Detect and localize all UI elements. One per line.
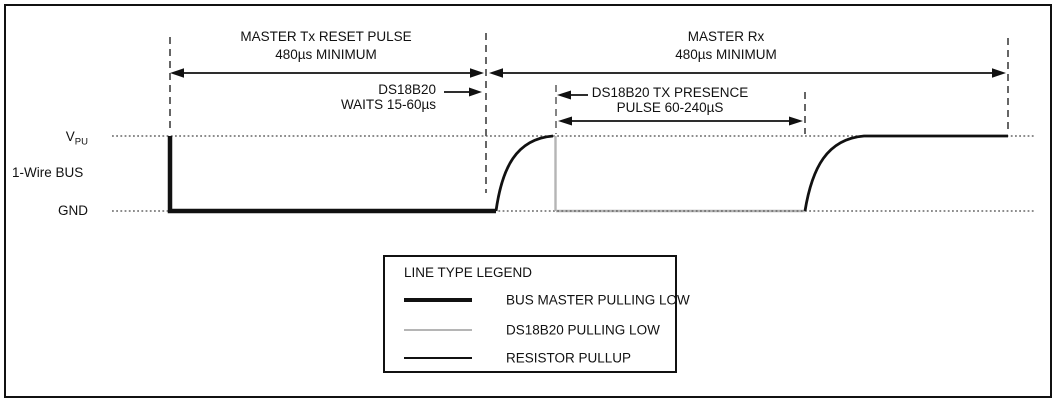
waveform-pullup-rise-2 (803, 134, 1008, 212)
annotation-ds18b20-waits: DS18B20 WAITS 15-60µs (236, 82, 436, 112)
legend-label-resistor: RESISTOR PULLUP (506, 350, 632, 366)
annotation-ds18b20-waits-line1: DS18B20 (378, 82, 436, 97)
annotation-master-tx-line1: MASTER Tx RESET PULSE (240, 29, 412, 44)
thin-black-line-icon (404, 357, 472, 359)
legend-label-bus-master: BUS MASTER PULLING LOW (506, 292, 690, 308)
legend-label-ds18b20: DS18B20 PULLING LOW (506, 322, 660, 338)
annotation-master-rx: MASTER Rx 480µs MINIMUM (576, 28, 876, 64)
annotation-presence-line2: PULSE 60-240µS (616, 99, 724, 115)
arrow-ds18b20-waits-pointer (444, 87, 482, 97)
vpu-level-label-sub: PU (74, 136, 88, 148)
annotation-ds18b20-waits-line2: WAITS 15-60µs (340, 96, 436, 112)
thick-black-line-icon (404, 298, 472, 302)
legend-row-bus-master: BUS MASTER PULLING LOW (404, 293, 690, 308)
arrow-master-tx-span (170, 68, 484, 78)
annotation-master-tx-line2: 480µs MINIMUM (275, 47, 377, 62)
waveform-master-low-segment (167, 136, 496, 214)
annotation-presence-line1: DS18B20 TX PRESENCE (591, 85, 749, 100)
arrow-presence-pointer (557, 90, 588, 100)
waveform-pullup-rise-1 (494, 134, 554, 212)
thin-gray-line-icon (404, 329, 472, 331)
annotation-presence: DS18B20 TX PRESENCE PULSE 60-240µS (545, 85, 795, 115)
bus-axis-label: 1-Wire BUS (12, 165, 84, 180)
legend-row-resistor: RESISTOR PULLUP (404, 350, 664, 366)
annotation-master-rx-line2: 480µs MINIMUM (675, 47, 777, 62)
annotation-master-rx-line1: MASTER Rx (687, 29, 765, 44)
vpu-level-label-main: V (65, 129, 75, 144)
gnd-level-label: GND (58, 203, 88, 218)
annotation-master-tx: MASTER Tx RESET PULSE 480µs MINIMUM (176, 28, 476, 64)
vpu-level-label: VPU (66, 128, 88, 152)
arrow-presence-span (558, 116, 803, 126)
arrow-master-rx-span (489, 68, 1006, 78)
legend-title: LINE TYPE LEGEND (404, 265, 533, 280)
legend-row-ds18b20: DS18B20 PULLING LOW (404, 322, 664, 338)
line-type-legend: LINE TYPE LEGEND BUS MASTER PULLING LOW … (383, 255, 690, 373)
